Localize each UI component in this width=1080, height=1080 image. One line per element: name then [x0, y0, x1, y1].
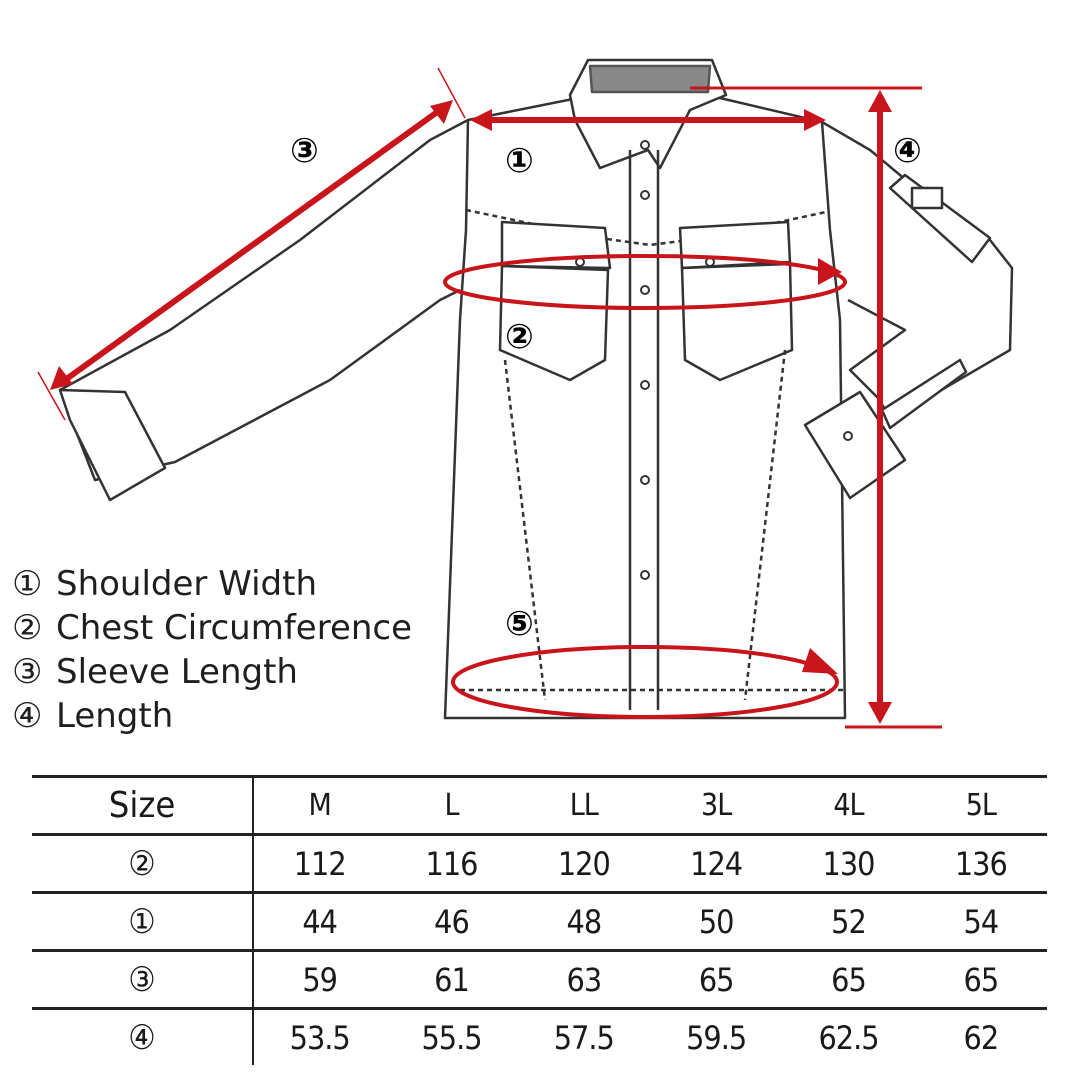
legend-item-length: ④ Length: [12, 694, 412, 738]
table-cell: 130: [782, 833, 915, 894]
marker-2: ②: [505, 317, 534, 357]
table-cell: 50: [649, 891, 783, 952]
table-cell: 46: [385, 891, 518, 952]
table-row: ③ 59 61 63 65 65 65: [32, 949, 1047, 1010]
marker-3: ③: [290, 131, 319, 171]
row-label: ②: [32, 833, 254, 894]
legend-item-sleeve-length: ③ Sleeve Length: [12, 650, 412, 694]
marker-4: ④: [893, 131, 922, 171]
table-cell: 61: [385, 949, 518, 1010]
table-cell: 120: [517, 833, 650, 894]
legend-label: Length: [56, 696, 174, 736]
table-cell: 62: [914, 1007, 1047, 1065]
table-header-cell: 4L: [782, 775, 915, 836]
legend-number: ②: [12, 608, 43, 648]
legend-item-shoulder-width: ① Shoulder Width: [12, 562, 412, 606]
legend-label: Shoulder Width: [56, 564, 317, 604]
table-header-cell: 5L: [914, 775, 1047, 836]
table-cell: 55.5: [385, 1007, 518, 1065]
legend-label: Sleeve Length: [56, 652, 298, 692]
table-cell: 136: [914, 833, 1047, 894]
table-header-cell: L: [385, 775, 518, 836]
legend-number: ①: [12, 564, 43, 604]
measurement-legend: ① Shoulder Width ② Chest Circumference ③ Sl…: [12, 562, 412, 738]
table-row: ② 112 116 120 124 130 136: [32, 833, 1047, 894]
table-cell: 52: [782, 891, 915, 952]
table-cell: 65: [914, 949, 1047, 1010]
chest-circumference-ellipse: [443, 254, 847, 310]
table-header-row: Size M L LL 3L 4L 5L: [32, 775, 1047, 836]
table-cell: 44: [253, 891, 386, 952]
table-cell: 63: [517, 949, 650, 1010]
size-chart-table: Size M L LL 3L 4L 5L ② 112 116 120 124 1…: [32, 775, 1047, 1065]
table-cell: 53.5: [253, 1007, 386, 1065]
table-cell: 59: [253, 949, 386, 1010]
marker-1: ①: [505, 141, 534, 181]
table-cell: 65: [649, 949, 783, 1010]
table-header-cell: LL: [517, 775, 650, 836]
table-row: ④ 53.5 55.5 57.5 59.5 62.5 62: [32, 1007, 1047, 1065]
table-cell: 124: [649, 833, 783, 894]
measure-lines: [37, 67, 942, 729]
table-cell: 48: [517, 891, 650, 952]
table-header-cell: 3L: [649, 775, 783, 836]
table-cell: 116: [385, 833, 518, 894]
table-cell: 59.5: [649, 1007, 783, 1065]
marker-5: ⑤: [505, 604, 534, 644]
sleeve-length-arrow: [63, 107, 442, 383]
hem-circumference-ellipse: [451, 645, 839, 719]
row-label: ③: [32, 949, 254, 1010]
legend-item-chest-circumference: ② Chest Circumference: [12, 606, 412, 650]
row-label: ④: [32, 1007, 254, 1065]
shirt-measurement-diagram: ① ② ③ ④ ⑤: [37, 58, 1014, 729]
table-row: ① 44 46 48 50 52 54: [32, 891, 1047, 952]
table-cell: 57.5: [517, 1007, 650, 1065]
table-header-size: Size: [32, 775, 254, 836]
legend-number: ④: [12, 696, 43, 736]
row-label: ①: [32, 891, 254, 952]
buttons: [575, 140, 853, 580]
table-header-cell: M: [253, 775, 386, 836]
table-cell: 65: [782, 949, 915, 1010]
table-cell: 54: [914, 891, 1047, 952]
table-cell: 62.5: [782, 1007, 915, 1065]
legend-label: Chest Circumference: [56, 608, 413, 648]
legend-number: ③: [12, 652, 43, 692]
table-cell: 112: [253, 833, 386, 894]
